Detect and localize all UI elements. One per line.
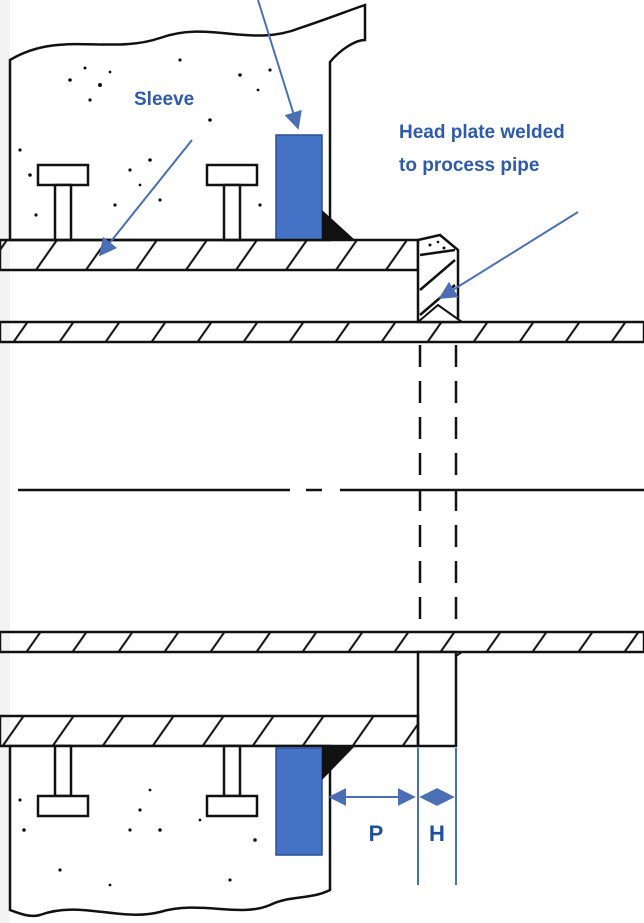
anchor-stud-top-left bbox=[36, 163, 90, 242]
concrete-speckles-top bbox=[18, 58, 282, 217]
head-plate-label-line1: Head plate welded bbox=[399, 122, 565, 143]
concrete-wall-bottom bbox=[8, 744, 332, 918]
head-plate-label-line2: to process pipe bbox=[399, 155, 539, 176]
fillet-weld-bottom bbox=[322, 746, 355, 780]
left-edge-strip bbox=[0, 0, 10, 923]
concrete-speckles-bottom bbox=[18, 788, 257, 887]
process-pipe-wall-bottom bbox=[0, 630, 644, 654]
puddle-flange-callout-arrow bbox=[257, 0, 302, 130]
fillet-weld-top bbox=[322, 210, 355, 240]
sleeve-callout-arrow bbox=[98, 139, 193, 257]
puddle-flange-bottom bbox=[275, 747, 323, 856]
weld-bead-top bbox=[428, 240, 446, 250]
head-plate-callout-arrow bbox=[438, 211, 579, 299]
dimension-extension-lines bbox=[417, 748, 457, 885]
anchor-stud-bottom-left bbox=[36, 744, 90, 818]
puddle-flange-top bbox=[275, 134, 323, 241]
sleeve-wall-top bbox=[0, 238, 420, 272]
head-plate-bottom bbox=[416, 650, 458, 748]
anchor-stud-top-right bbox=[205, 163, 259, 242]
anchor-stud-bottom-right bbox=[205, 744, 259, 818]
dimension-p-label: P bbox=[369, 821, 384, 846]
sleeve-wall-bottom bbox=[0, 714, 420, 748]
process-pipe-wall-top bbox=[0, 320, 644, 344]
sleeve-label: Sleeve bbox=[134, 89, 194, 110]
dimension-h-label: H bbox=[429, 821, 445, 846]
